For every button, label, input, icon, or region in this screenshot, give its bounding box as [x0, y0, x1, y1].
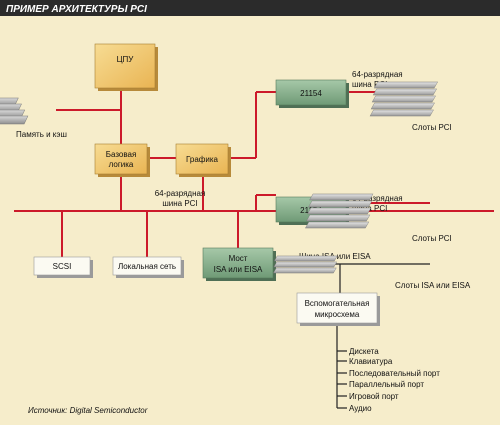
memory-label: Память и кэш [16, 130, 67, 139]
base-logic-label-line1: Базовая [106, 150, 137, 159]
memory-chip-icon [0, 97, 29, 125]
lan-label: Локальная сеть [118, 262, 176, 271]
isa-bridge-label-line2: ISA или EISA [214, 265, 263, 274]
isa-bridge-block: Мост ISA или EISA [202, 247, 276, 281]
cpu-block: ЦПУ [94, 43, 158, 91]
peripheral-item: Последовательный порт [349, 369, 440, 378]
main-pci-bus-label-line2: шина PCI [162, 199, 197, 208]
title-bar: ПРИМЕР АРХИТЕКТУРЫ PCI [0, 0, 500, 16]
aux-chip-block: Вспомогательная микросхема [296, 292, 380, 326]
main-pci-bus-label-line1: 64-разрядная [155, 189, 206, 198]
scsi-label: SCSI [53, 262, 72, 271]
isa-slots-label: Слоты ISA или EISA [395, 281, 471, 290]
peripheral-item: Аудио [349, 404, 372, 413]
base-logic-block: Базовая логика [94, 143, 150, 177]
pci-bridge-top-block: 21154 [275, 79, 349, 108]
aux-chip-label-line2: микросхема [315, 310, 360, 319]
source-caption: Источник: Digital Semiconductor [28, 406, 148, 415]
pci-bus-top-label-line2: шина PCI [352, 80, 387, 89]
pci-slots-top-icon [369, 81, 438, 117]
scsi-block: SCSI [33, 256, 93, 278]
base-logic-label-line2: логика [109, 160, 134, 169]
lan-block: Локальная сеть [112, 256, 184, 278]
peripheral-item: Клавиатура [349, 357, 393, 366]
pci-slots-mid-icon [305, 193, 374, 229]
peripheral-item: Игровой порт [349, 392, 399, 401]
pci-bus-top-label-line1: 64-разрядная [352, 70, 403, 79]
peripheral-item: Дискета [349, 347, 379, 356]
pci-bridge-top-label: 21154 [300, 89, 322, 98]
peripheral-list: Дискета Клавиатура Последовательный порт… [349, 347, 440, 413]
graphics-label: Графика [186, 155, 219, 164]
graphics-block: Графика [175, 143, 231, 177]
pci-bus-mid-label-line1: 64-разрядная [352, 194, 403, 203]
aux-chip-label-line1: Вспомогательная [305, 299, 370, 308]
diagram-title: ПРИМЕР АРХИТЕКТУРЫ PCI [6, 4, 147, 15]
cpu-label: ЦПУ [117, 55, 135, 64]
memory-block: Память и кэш [0, 97, 67, 139]
peripheral-item: Параллельный порт [349, 380, 424, 389]
isa-bridge-label-line1: Мост [229, 254, 248, 263]
isa-slots-icon [273, 255, 338, 274]
pci-slots-top-label: Слоты PCI [412, 123, 452, 132]
pci-slots-mid-label: Слоты PCI [412, 234, 452, 243]
